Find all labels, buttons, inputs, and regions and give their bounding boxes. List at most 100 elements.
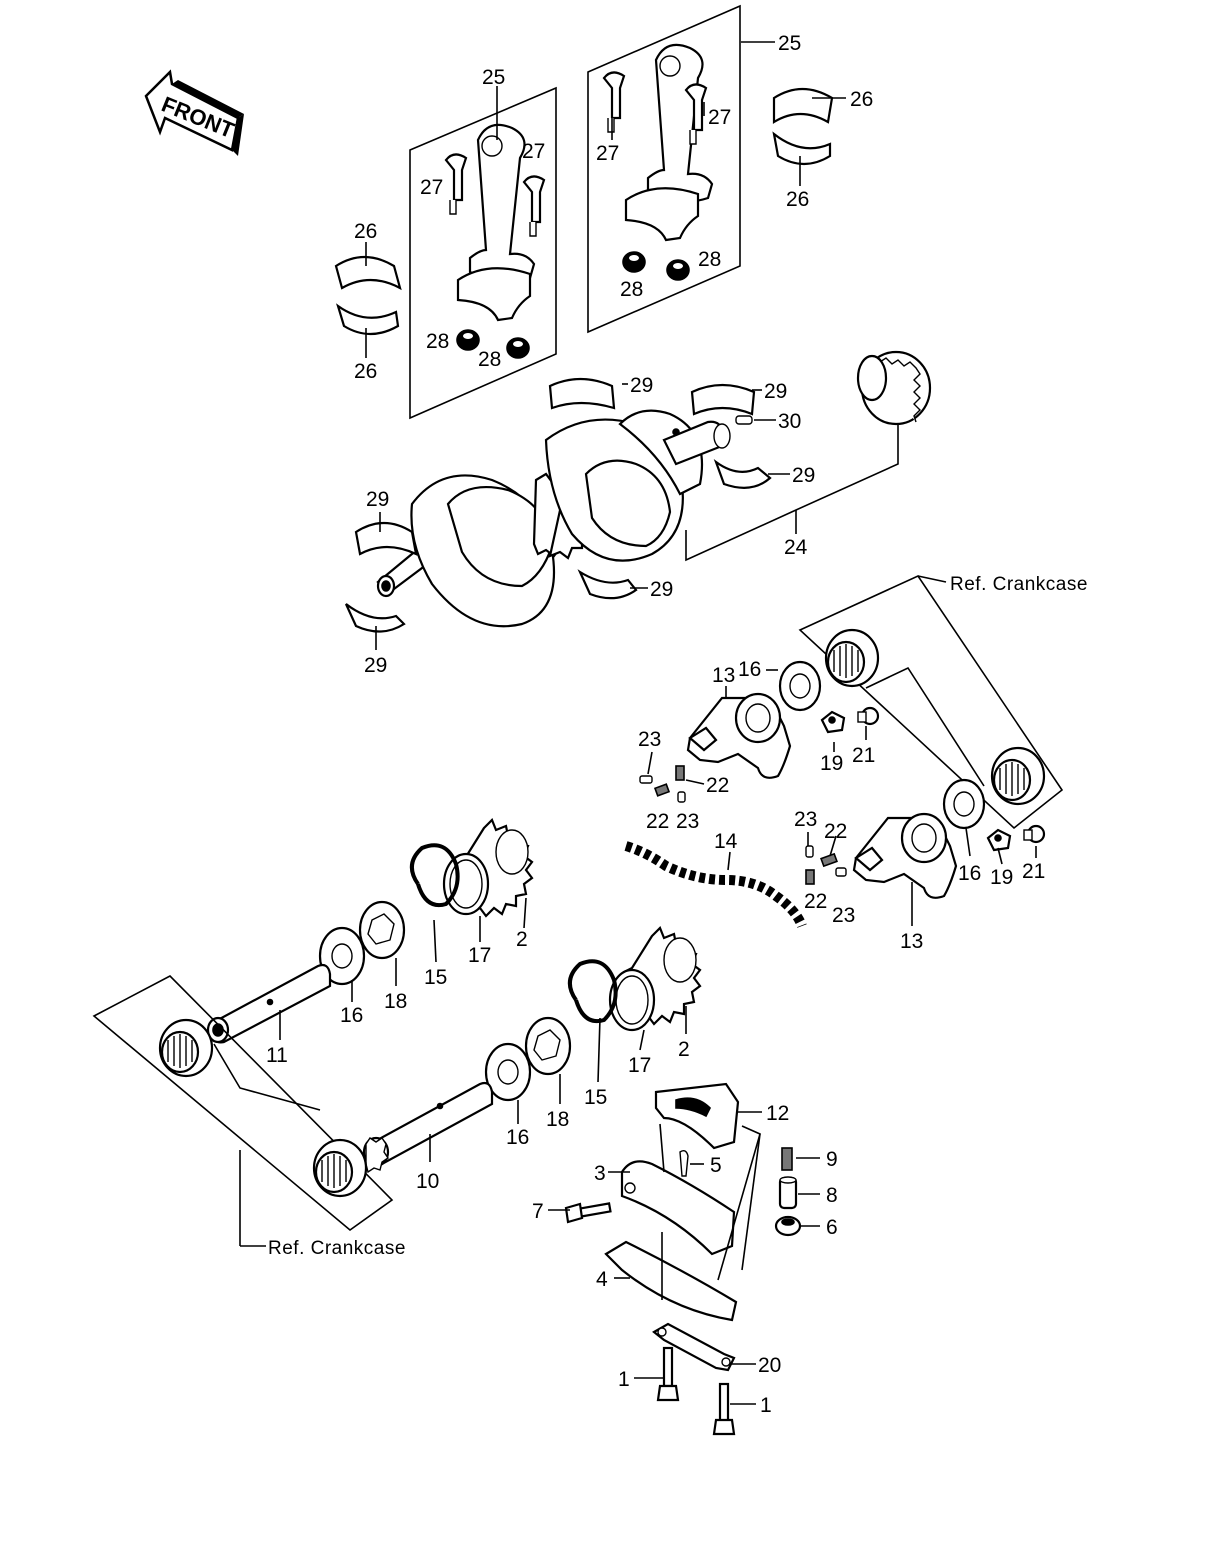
guide-blade-icon: [604, 1240, 738, 1322]
callout-3: 3: [594, 1162, 606, 1185]
callout-28: 28: [426, 330, 449, 353]
rod-bearing-shell-icon: [336, 303, 400, 336]
spring-icon: [820, 852, 838, 868]
main-bearing-shell-icon: [577, 569, 638, 600]
callout-16: 16: [738, 658, 761, 681]
callout-5: 5: [710, 1154, 722, 1177]
tensioner-plunger-icon: [778, 1176, 798, 1210]
callout-16: 16: [958, 862, 981, 885]
callout-26: 26: [850, 88, 873, 111]
chain-guide-icon: [654, 1082, 740, 1150]
bolt-icon: [1023, 824, 1046, 844]
rod-bearing-shell-icon: [334, 256, 402, 291]
callout-26: 26: [354, 360, 377, 383]
crank-gear-icon: [856, 350, 932, 426]
callout-29: 29: [630, 374, 653, 397]
callout-23: 23: [638, 728, 661, 751]
callout-4: 4: [596, 1268, 608, 1291]
bolt-icon: [712, 1382, 736, 1436]
ref-crankcase-lower: Ref. Crankcase: [268, 1238, 406, 1259]
front-arrow-icon: FRONT: [144, 69, 244, 156]
callout-6: 6: [826, 1216, 838, 1239]
rod-nut-icon: [622, 251, 646, 273]
main-bearing-shell-icon: [713, 458, 772, 489]
rod-bearing-shell-icon: [772, 131, 832, 166]
drive-chain-icon: [539, 792, 824, 983]
connecting-rod-assembly-left: [409, 86, 557, 420]
bolt-icon: [656, 1346, 680, 1402]
crankshaft-icon: [376, 409, 731, 628]
leader-lines: [239, 41, 1037, 1405]
callout-23: 23: [676, 810, 699, 833]
callout-15: 15: [424, 966, 447, 989]
thrust-washer-icon: [778, 660, 822, 712]
thrust-washer-icon: [942, 778, 986, 830]
circlip-icon: [568, 959, 618, 1023]
ref-crankcase-upper: Ref. Crankcase: [950, 574, 1088, 595]
retaining-clip-icon: [986, 828, 1012, 852]
pin-icon: [677, 791, 686, 803]
damper-plate-icon: [358, 900, 406, 960]
damper-hub-icon: [852, 812, 958, 899]
thrust-washer-icon: [318, 926, 366, 986]
callout-29: 29: [650, 578, 673, 601]
callout-28: 28: [478, 348, 501, 371]
rod-bearing-shell-icon: [772, 88, 834, 124]
cotter-pin-icon: [679, 1149, 689, 1177]
callout-19: 19: [820, 752, 843, 775]
callout-7: 7: [532, 1200, 544, 1223]
callout-21: 21: [1022, 860, 1045, 883]
callout-26: 26: [354, 220, 377, 243]
spring-icon: [653, 783, 671, 797]
callout-11: 11: [266, 1044, 288, 1067]
callout-18: 18: [384, 990, 407, 1013]
callout-12: 12: [766, 1102, 789, 1125]
o-ring-icon: [442, 852, 490, 916]
pivot-bolt-icon: [564, 1202, 612, 1224]
callout-25: 25: [778, 32, 801, 55]
callout-9: 9: [826, 1148, 838, 1171]
callout-23: 23: [794, 808, 817, 831]
callout-28: 28: [620, 278, 643, 301]
balancer-shaft-icon: [362, 1081, 494, 1174]
damper-hub-icon: [686, 692, 792, 779]
connecting-rod-assembly-right: [587, 4, 741, 334]
callout-29: 29: [364, 654, 387, 677]
callout-30: 30: [778, 410, 801, 433]
callout-27: 27: [420, 176, 443, 199]
rod-bolt-icon: [444, 153, 468, 215]
circlip-icon: [410, 843, 460, 907]
tensioner-spring-icon: [781, 1147, 793, 1171]
dowel-pin-icon: [735, 415, 753, 425]
callout-21: 21: [852, 744, 875, 767]
callout-1: 1: [760, 1394, 772, 1417]
callout-17: 17: [468, 944, 491, 967]
bracket-icon: [652, 1322, 736, 1372]
pin-icon: [805, 845, 814, 858]
callout-22: 22: [646, 810, 669, 833]
spring-icon: [675, 765, 685, 781]
callout-16: 16: [340, 1004, 363, 1027]
retaining-clip-icon: [820, 710, 846, 734]
callout-22: 22: [706, 774, 729, 797]
needle-bearing-icon: [158, 1018, 214, 1078]
callout-14: 14: [714, 830, 738, 853]
needle-bearing-icon: [990, 746, 1046, 806]
main-bearing-shell-icon: [344, 603, 406, 633]
spring-icon: [805, 869, 815, 885]
callout-10: 10: [416, 1170, 439, 1193]
callout-27: 27: [522, 140, 545, 163]
callout-24: 24: [784, 536, 808, 559]
tensioner-cap-icon: [774, 1215, 802, 1237]
main-bearing-shell-icon: [354, 521, 418, 556]
callout-27: 27: [708, 106, 731, 129]
callout-29: 29: [764, 380, 787, 403]
pin-icon: [835, 867, 847, 877]
pin-icon: [639, 775, 653, 784]
rod-bolt-icon: [684, 83, 708, 145]
callout-13: 13: [900, 930, 923, 953]
callout-labels: 25 25 26 26 26 26 27 27 27 27 28 28 28 2…: [266, 32, 1088, 1417]
rod-nut-icon: [666, 259, 690, 281]
callout-8: 8: [826, 1184, 838, 1207]
